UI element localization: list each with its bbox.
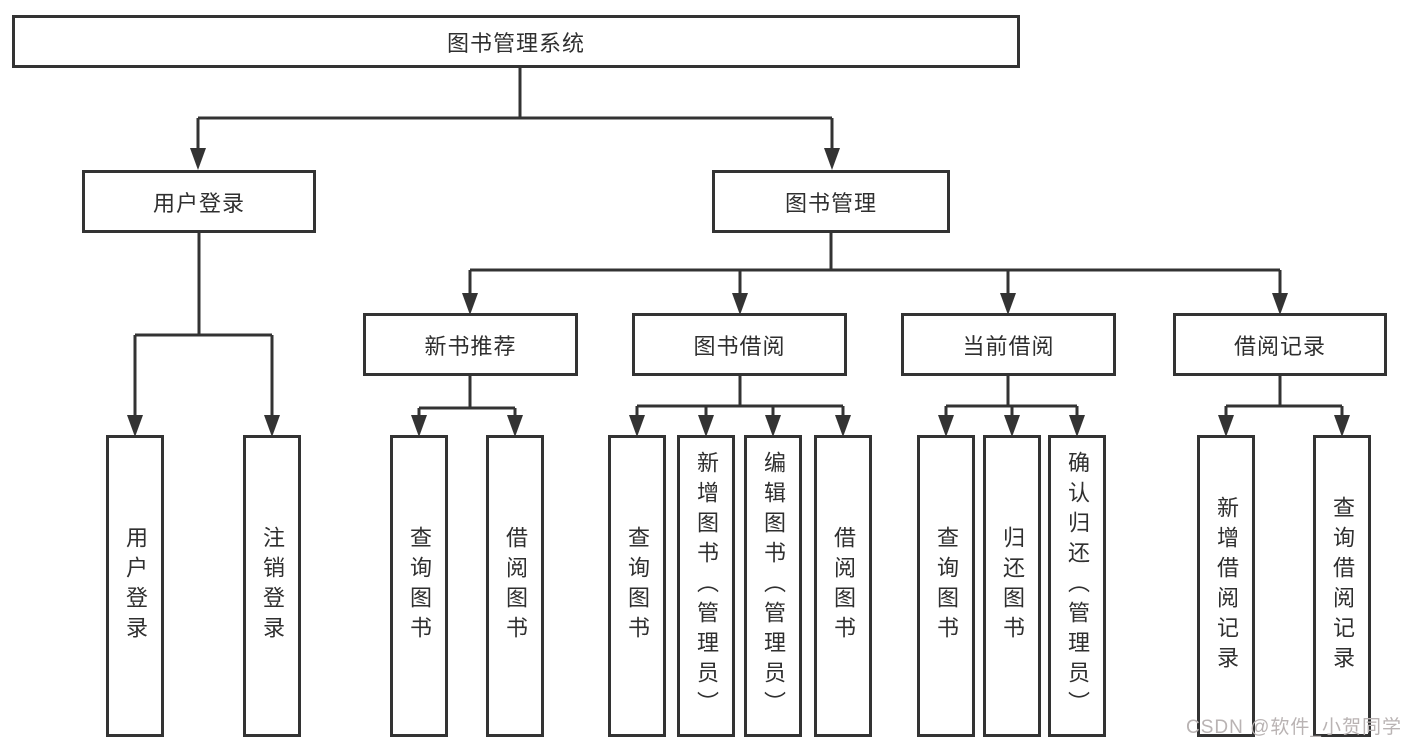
arrowhead-leaf-query-books-current <box>938 415 954 437</box>
arrowhead-leaf-add-books-admin <box>698 415 714 437</box>
arrowhead-leaf-edit-books-admin <box>765 415 781 437</box>
node-label: 查询借阅记录 <box>1330 496 1355 676</box>
node-label: 图书管理系统 <box>446 30 585 56</box>
leaf-query-books-recommend: 查询图书 <box>390 435 448 737</box>
leaf-user-login: 用户登录 <box>106 435 164 737</box>
node-label: 借阅记录 <box>1233 333 1326 359</box>
node-label: 新书推荐 <box>424 333 517 359</box>
arrowhead-leaf-query-books-borrowing <box>629 415 645 437</box>
arrowhead-new-book-recommend <box>462 293 478 315</box>
connector-book-management-to-level3 <box>468 233 1282 295</box>
node-book-management: 图书管理 <box>712 170 950 233</box>
connector-borrowing-records-to-leaves <box>1224 376 1344 417</box>
leaf-add-borrow-record: 新增借阅记录 <box>1197 435 1255 737</box>
node-label: 查询图书 <box>407 526 432 646</box>
node-label: 用户登录 <box>152 190 245 216</box>
arrowhead-leaf-borrow-books <box>835 415 851 437</box>
node-user-login: 用户登录 <box>82 170 316 233</box>
arrowhead-leaf-user-login <box>127 415 143 437</box>
node-label: 当前借阅 <box>962 333 1055 359</box>
node-label: 借阅图书 <box>831 526 856 646</box>
leaf-query-books-borrowing: 查询图书 <box>608 435 666 737</box>
connector-root-to-level2 <box>196 68 834 150</box>
connector-book-borrowing-to-leaves <box>635 376 845 417</box>
node-label: 确认归还（管理员） <box>1065 451 1090 721</box>
arrowhead-leaf-add-borrow-record <box>1218 415 1234 437</box>
node-label: 借阅图书 <box>503 526 528 646</box>
arrowhead-leaf-query-books-recommend <box>411 415 427 437</box>
csdn-watermark: CSDN @软件_小贺同学 <box>1186 717 1402 738</box>
node-label: 查询图书 <box>625 526 650 646</box>
connector-current-borrowing-to-leaves <box>944 376 1079 417</box>
arrowhead-book-borrowing <box>732 293 748 315</box>
node-library-management-system: 图书管理系统 <box>12 15 1020 68</box>
node-book-borrowing: 图书借阅 <box>632 313 847 376</box>
leaf-confirm-return-admin: 确认归还（管理员） <box>1048 435 1106 737</box>
node-label: 图书借阅 <box>693 333 786 359</box>
leaf-query-books-current: 查询图书 <box>917 435 975 737</box>
connector-user-login-to-leaves <box>133 233 274 417</box>
node-label: 注销登录 <box>260 526 285 646</box>
arrowhead-leaf-query-borrow-record <box>1334 415 1350 437</box>
leaf-query-borrow-record: 查询借阅记录 <box>1313 435 1371 737</box>
connector-new-book-recommend-to-leaves <box>417 376 517 417</box>
node-borrowing-records: 借阅记录 <box>1173 313 1387 376</box>
leaf-borrow-books-recommend: 借阅图书 <box>486 435 544 737</box>
node-label: 新增图书（管理员） <box>694 451 719 721</box>
node-current-borrowing: 当前借阅 <box>901 313 1116 376</box>
leaf-edit-books-admin: 编辑图书（管理员） <box>744 435 802 737</box>
arrowhead-borrowing-records <box>1272 293 1288 315</box>
leaf-borrow-books: 借阅图书 <box>814 435 872 737</box>
leaf-logout: 注销登录 <box>243 435 301 737</box>
arrowhead-leaf-confirm-return-admin <box>1069 415 1085 437</box>
leaf-add-books-admin: 新增图书（管理员） <box>677 435 735 737</box>
node-label: 归还图书 <box>1000 526 1025 646</box>
node-label: 新增借阅记录 <box>1214 496 1239 676</box>
node-label: 编辑图书（管理员） <box>761 451 786 721</box>
leaf-return-books: 归还图书 <box>983 435 1041 737</box>
node-new-book-recommend: 新书推荐 <box>363 313 578 376</box>
node-label: 用户登录 <box>123 526 148 646</box>
arrowhead-leaf-logout <box>264 415 280 437</box>
node-label: 查询图书 <box>934 526 959 646</box>
arrowhead-current-borrowing <box>1000 293 1016 315</box>
arrowhead-book-management <box>824 148 840 170</box>
arrowhead-leaf-return-books <box>1004 415 1020 437</box>
arrowhead-user-login <box>190 148 206 170</box>
node-label: 图书管理 <box>784 190 877 216</box>
arrowhead-leaf-borrow-books-recommend <box>507 415 523 437</box>
